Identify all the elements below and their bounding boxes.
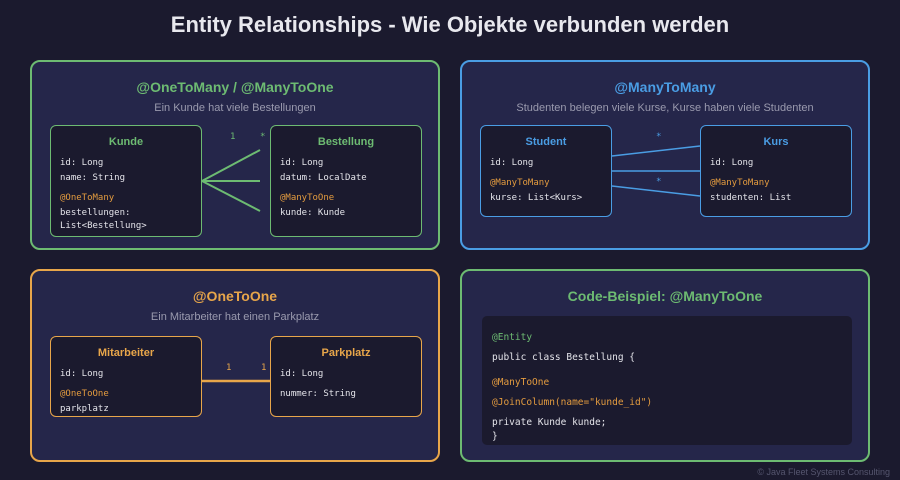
field: id: Long bbox=[60, 158, 104, 168]
field: id: Long bbox=[710, 158, 754, 168]
field: id: Long bbox=[490, 158, 534, 168]
multiplicity-top: * bbox=[656, 132, 662, 142]
code-block: @Entity public class Bestellung { @ManyT… bbox=[482, 316, 852, 445]
entity-name: Kunde bbox=[108, 136, 144, 148]
entity-name: Kurs bbox=[763, 136, 789, 148]
field: parkplatz bbox=[60, 404, 109, 414]
multiplicity-right: * bbox=[260, 132, 266, 142]
code-line: @ManyToOne bbox=[492, 377, 550, 388]
entity-name: Parkplatz bbox=[321, 347, 371, 359]
panel-title: @OneToOne bbox=[192, 288, 278, 304]
multiplicity-left: 1 bbox=[226, 363, 232, 373]
annotation: @ManyToOne bbox=[280, 193, 335, 203]
entity-kunde: Kunde id: Long name: String @OneToMany b… bbox=[50, 125, 202, 237]
field: kunde: Kunde bbox=[280, 208, 346, 218]
code-line: @Entity bbox=[492, 332, 533, 343]
field: id: Long bbox=[60, 369, 104, 379]
field: kurse: List<Kurs> bbox=[490, 193, 583, 203]
panel-title: @OneToMany / @ManyToOne bbox=[136, 79, 334, 95]
code-line: public class Bestellung { bbox=[492, 352, 635, 363]
field: id: Long bbox=[280, 158, 324, 168]
field: List<Bestellung> bbox=[60, 221, 147, 231]
code-line: @JoinColumn(name="kunde_id") bbox=[492, 397, 653, 408]
entity-name: Student bbox=[525, 136, 567, 148]
code-line: } bbox=[492, 431, 498, 442]
field: studenten: List bbox=[710, 193, 792, 203]
entity-student: Student id: Long @ManyToMany kurse: List… bbox=[480, 125, 612, 217]
annotation: @ManyToMany bbox=[490, 178, 550, 188]
entity-kurs: Kurs id: Long @ManyToMany studenten: Lis… bbox=[700, 125, 852, 217]
code-line: private Kunde kunde; bbox=[492, 417, 607, 428]
field: name: String bbox=[60, 173, 126, 183]
field: nummer: String bbox=[280, 389, 356, 399]
field: bestellungen: bbox=[60, 208, 131, 218]
one-to-one-connector bbox=[202, 379, 270, 383]
many-to-many-connector bbox=[611, 145, 701, 197]
annotation: @OneToMany bbox=[60, 193, 115, 203]
entity-bestellung: Bestellung id: Long datum: LocalDate @Ma… bbox=[270, 125, 422, 237]
multiplicity-left: 1 bbox=[230, 132, 236, 142]
entity-mitarbeiter: Mitarbeiter id: Long @OneToOne parkplatz bbox=[50, 336, 202, 417]
panel-title: Code-Beispiel: @ManyToOne bbox=[567, 288, 763, 304]
panel-one-to-many: @OneToMany / @ManyToOne Ein Kunde hat vi… bbox=[30, 60, 440, 250]
field: id: Long bbox=[280, 369, 324, 379]
panel-subtitle: Ein Kunde hat viele Bestellungen bbox=[154, 102, 316, 114]
multiplicity-bottom: * bbox=[656, 177, 662, 187]
field: datum: LocalDate bbox=[280, 173, 367, 183]
panel-subtitle: Ein Mitarbeiter hat einen Parkplatz bbox=[150, 311, 320, 323]
entity-name: Bestellung bbox=[317, 136, 375, 148]
copyright-footer: © Java Fleet Systems Consulting bbox=[757, 467, 890, 477]
multiplicity-right: 1 bbox=[261, 363, 267, 373]
entity-name: Mitarbeiter bbox=[97, 347, 155, 359]
entity-parkplatz: Parkplatz id: Long nummer: String bbox=[270, 336, 422, 417]
panel-title: @ManyToMany bbox=[614, 79, 716, 95]
annotation: @ManyToMany bbox=[710, 178, 770, 188]
panel-one-to-one: @OneToOne Ein Mitarbeiter hat einen Park… bbox=[30, 269, 440, 462]
page-title: Entity Relationships - Wie Objekte verbu… bbox=[170, 12, 730, 37]
panel-code-example: Code-Beispiel: @ManyToOne @Entity public… bbox=[460, 269, 870, 462]
panel-many-to-many: @ManyToMany Studenten belegen viele Kurs… bbox=[460, 60, 870, 250]
crowfoot-connector bbox=[201, 149, 261, 212]
panel-subtitle: Studenten belegen viele Kurse, Kurse hab… bbox=[516, 102, 814, 114]
annotation: @OneToOne bbox=[60, 389, 109, 399]
